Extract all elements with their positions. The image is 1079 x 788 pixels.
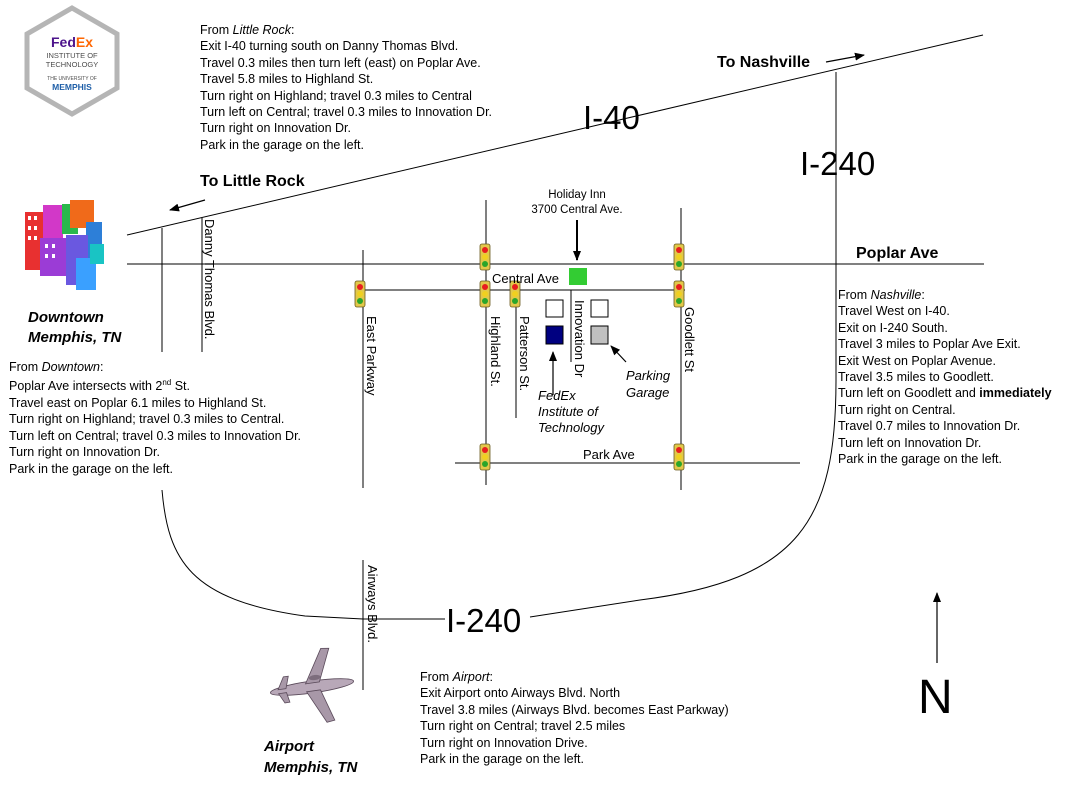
direction-step: Turn left on Central; travel 0.3 miles t…	[9, 428, 302, 443]
svg-text:MEMPHIS: MEMPHIS	[52, 82, 92, 92]
direction-step: Travel east on Poplar 6.1 miles to Highl…	[9, 395, 267, 410]
direction-step: Travel 5.8 miles to Highland St.	[200, 72, 374, 87]
holiday-inn-address: 3700 Central Ave.	[531, 204, 622, 216]
city-skyline-icon	[25, 200, 104, 290]
direction-step: Travel West on I-40.	[838, 304, 950, 319]
traffic-light-icon	[479, 280, 491, 308]
direction-step: Turn left on Central; travel 0.3 miles t…	[200, 105, 493, 120]
i240-south-label: I-240	[446, 602, 521, 639]
traffic-light-icon	[479, 243, 491, 271]
svg-text:INSTITUTE OF: INSTITUTE OF	[46, 51, 98, 60]
highland-label: Highland St.	[488, 316, 503, 387]
danny-thomas-label: Danny Thomas Blvd.	[202, 219, 217, 339]
direction-step: Turn right on Highland; travel 0.3 miles…	[9, 412, 285, 427]
direction-step: Turn right on Innovation Dr.	[200, 121, 352, 136]
central-ave-label: Central Ave	[492, 271, 559, 286]
directions-from-little-rock: From Little Rock: Exit I-40 turning sout…	[200, 22, 492, 153]
traffic-light-icon	[673, 280, 685, 308]
fedex-institute-logo: FedEx INSTITUTE OF TECHNOLOGY THE UNIVER…	[24, 5, 120, 117]
traffic-light-icon	[479, 443, 491, 471]
direction-step: Travel 0.7 miles to Innovation Dr.	[838, 419, 1021, 434]
direction-step: Travel 3.8 miles (Airways Blvd. becomes …	[420, 702, 729, 717]
i240-east-label: I-240	[800, 145, 875, 182]
parking-garage-marker	[590, 325, 609, 345]
traffic-light-icon	[673, 243, 685, 271]
to-nashville-arrow	[825, 52, 865, 63]
building-outline	[590, 299, 609, 318]
poplar-ave-label: Poplar Ave	[856, 245, 939, 262]
directions-from-downtown: From Downtown: Poplar Ave intersects wit…	[9, 359, 301, 477]
airport-label: Airport	[263, 738, 315, 755]
directions-heading: From Airport:	[420, 670, 493, 684]
holiday-inn-label: Holiday Inn	[548, 189, 606, 201]
svg-text:FedEx: FedEx	[51, 34, 93, 50]
patterson-label: Patterson St.	[517, 316, 532, 391]
to-little-rock-label: To Little Rock	[200, 173, 305, 190]
direction-step: Turn left on Innovation Dr.	[838, 435, 982, 450]
parking-arrow	[610, 345, 627, 363]
downtown-label: Memphis, TN	[28, 329, 123, 346]
fedex-label: Technology	[538, 420, 606, 435]
direction-step: Travel 3.5 miles to Goodlett.	[838, 370, 994, 385]
building-outline	[545, 299, 564, 318]
directions-heading: From Little Rock:	[200, 23, 295, 37]
svg-text:THE UNIVERSITY OF: THE UNIVERSITY OF	[47, 76, 97, 82]
i240-east-road	[529, 264, 837, 618]
direction-step: Exit I-40 turning south on Danny Thomas …	[200, 39, 459, 54]
direction-arrows	[169, 52, 941, 663]
parking-label: Parking	[626, 368, 671, 383]
i40-label: I-40	[583, 99, 640, 136]
to-little-rock-arrow	[169, 199, 206, 212]
to-nashville-label: To Nashville	[717, 54, 810, 71]
direction-step: Travel 3 miles to Poplar Ave Exit.	[838, 337, 1021, 352]
direction-step: Park in the garage on the left.	[838, 452, 1002, 467]
i40-road	[126, 34, 984, 236]
direction-step: Poplar Ave intersects with 2nd St.	[9, 378, 190, 394]
direction-step: Turn left on Goodlett and immediately	[838, 386, 1052, 401]
airways-label: Airways Blvd.	[365, 565, 380, 643]
north-label: N	[918, 671, 953, 724]
traffic-light-icon	[354, 280, 366, 308]
directions-from-airport: From Airport: Exit Airport onto Airways …	[420, 669, 729, 767]
direction-step: Exit Airport onto Airways Blvd. North	[420, 686, 621, 701]
direction-step: Turn right on Central; travel 2.5 miles	[420, 719, 626, 734]
direction-step: Travel 0.3 miles then turn left (east) o…	[200, 55, 481, 70]
i240-west-road	[161, 489, 445, 620]
fedex-label: Institute of	[538, 404, 599, 419]
direction-step: Turn right on Innovation Dr.	[9, 445, 161, 460]
svg-text:TECHNOLOGY: TECHNOLOGY	[46, 60, 99, 69]
airport-label: Memphis, TN	[264, 759, 359, 776]
direction-step: Turn right on Innovation Drive.	[420, 735, 588, 750]
goodlett-label: Goodlett St	[682, 307, 697, 372]
fedex-building-marker	[545, 325, 564, 345]
east-parkway-label: East Parkway	[364, 316, 379, 396]
park-ave-label: Park Ave	[583, 447, 635, 462]
traffic-light-icon	[673, 443, 685, 471]
direction-step: Park in the garage on the left.	[420, 752, 584, 767]
direction-step: Exit West on Poplar Avenue.	[838, 353, 996, 368]
direction-step: Park in the garage on the left.	[9, 461, 173, 476]
direction-step: Turn right on Central.	[838, 402, 956, 417]
directions-heading: From Nashville:	[838, 288, 925, 302]
fedex-label: FedEx	[538, 388, 576, 403]
directions-heading: From Downtown:	[9, 360, 104, 374]
holiday-inn-marker	[569, 268, 587, 285]
directions-from-nashville: From Nashville: Travel West on I-40. Exi…	[838, 287, 1052, 467]
airplane-icon	[270, 647, 354, 723]
parking-label: Garage	[626, 385, 669, 400]
direction-step: Exit on I-240 South.	[838, 320, 948, 335]
downtown-label: Downtown	[28, 309, 104, 326]
direction-step: Park in the garage on the left.	[200, 137, 364, 152]
direction-step: Turn right on Highland; travel 0.3 miles…	[200, 88, 472, 103]
innovation-label: Innovation Dr	[572, 300, 587, 378]
